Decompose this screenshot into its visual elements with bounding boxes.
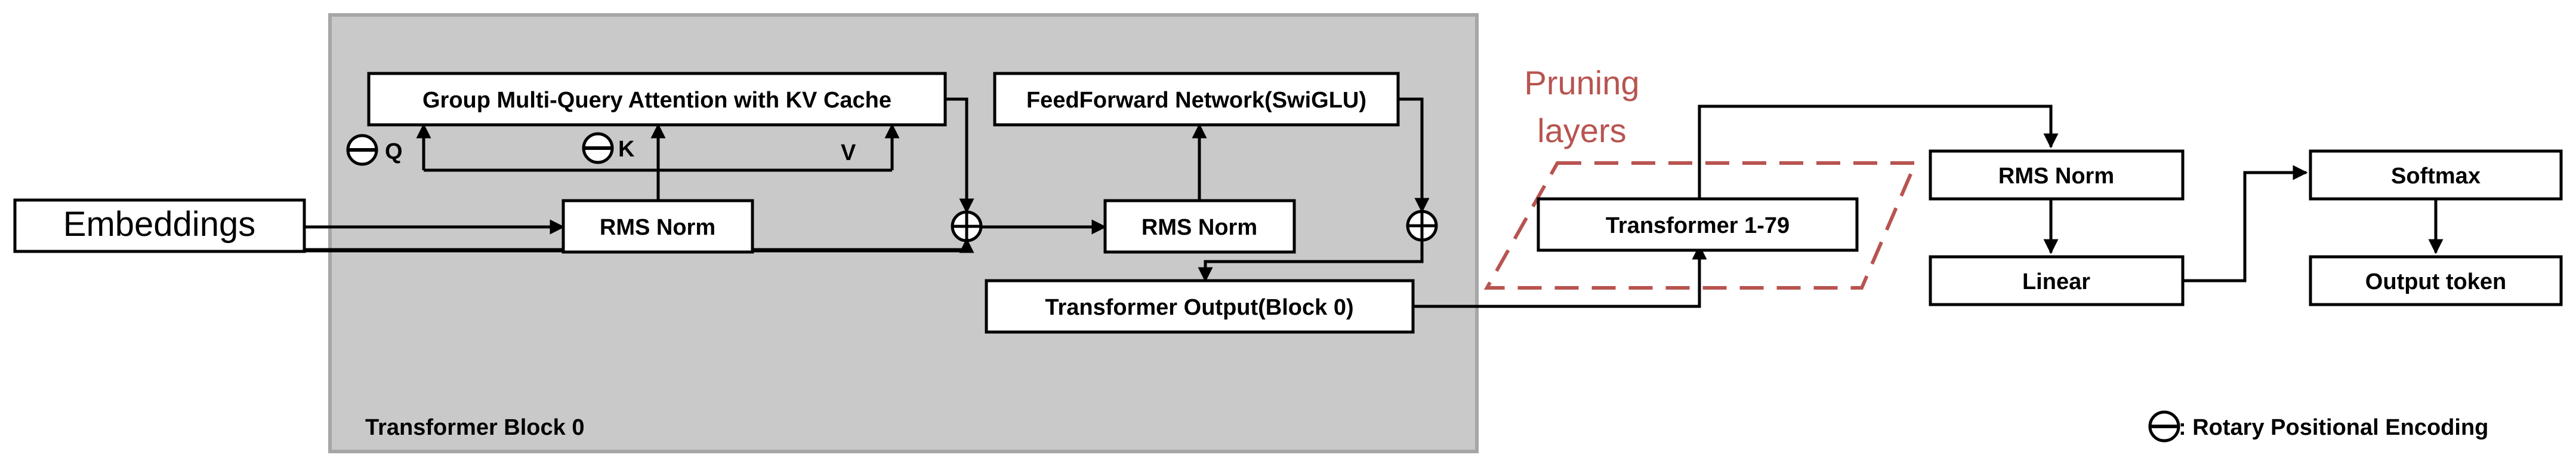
edge-gqa-to-add1 [945, 97, 974, 214]
softmax-node: Softmax [2309, 149, 2563, 201]
output-token-node: Output token [2309, 255, 2563, 306]
transformer-1-79-node: Transformer 1-79 [1537, 197, 1859, 252]
linear-label: Linear [2022, 269, 2090, 294]
block0-output-node: Transformer Output(Block 0) [985, 279, 1415, 334]
output-token-label: Output token [2365, 269, 2506, 294]
add-node-2 [1406, 210, 1438, 242]
circled-minus-icon [2148, 410, 2180, 443]
q-label: Q [385, 139, 403, 164]
rope-k-icon [582, 132, 614, 164]
edge-linear-to-softmax [2183, 165, 2308, 282]
pruning-region [1483, 161, 1918, 290]
legend-text: : Rotary Positional Encoding [2179, 415, 2488, 440]
rms-norm-ffn-label: RMS Norm [1142, 215, 1257, 240]
embeddings-label: Embeddings [63, 205, 255, 244]
pruning-label-line1: Pruning [1524, 64, 1639, 102]
transformer-block-0-label: Transformer Block 0 [365, 415, 584, 440]
v-label: V [841, 140, 856, 165]
legend: : Rotary Positional Encoding [2148, 410, 2488, 443]
softmax-label: Softmax [2391, 164, 2481, 189]
edge-add2-to-block-output [1198, 240, 1424, 282]
rope-q-icon [346, 134, 378, 166]
linear-node: Linear [1929, 255, 2185, 306]
block0-output-label: Transformer Output(Block 0) [1045, 295, 1353, 320]
edge-block-output-to-transformer [1413, 244, 1707, 308]
gqa-node: Group Multi-Query Attention with KV Cach… [367, 72, 947, 127]
pruning-label-line2: layers [1537, 112, 1626, 149]
embeddings-node: Embeddings [13, 198, 306, 253]
rms-norm-attn-node: RMS Norm [562, 199, 754, 254]
k-label: K [618, 137, 635, 162]
gqa-label: Group Multi-Query Attention with KV Cach… [422, 88, 891, 113]
ffn-label: FeedForward Network(SwiGLU) [1026, 88, 1366, 113]
rms-norm-final-node: RMS Norm [1929, 149, 2185, 201]
transformer-1-79-label: Transformer 1-79 [1606, 213, 1790, 238]
rms-norm-attn-label: RMS Norm [600, 215, 715, 240]
edge-transformer-to-rmsnorm [1698, 105, 2059, 199]
rms-norm-ffn-node: RMS Norm [1103, 199, 1296, 254]
ffn-node: FeedForward Network(SwiGLU) [993, 72, 1400, 127]
add-node-1 [951, 210, 983, 242]
edge-ffn-to-add2 [1398, 97, 1430, 213]
rms-norm-final-label: RMS Norm [1998, 164, 2114, 189]
